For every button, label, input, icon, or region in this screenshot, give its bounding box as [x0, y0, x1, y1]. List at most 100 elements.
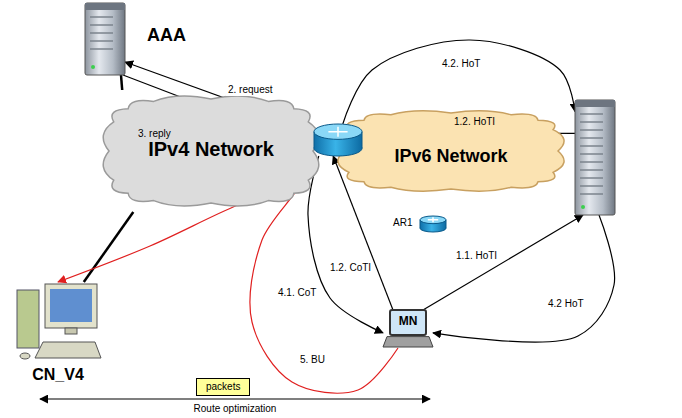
edge-label-holder: 4.2 HoT — [546, 298, 586, 310]
laptop-icon — [383, 310, 433, 348]
router-base — [314, 141, 362, 156]
server-slot — [90, 48, 113, 50]
edge-label-holder: 1.1. HoTI — [454, 250, 499, 262]
router-edge — [446, 220, 447, 228]
link-line — [84, 212, 134, 282]
server-led — [91, 65, 95, 69]
edge-label: 4.2 HoT — [546, 298, 586, 310]
axis-label: Route optimization — [194, 403, 277, 415]
message-arrow — [333, 156, 393, 310]
pc-drawing — [17, 284, 101, 359]
router-edge — [314, 132, 315, 149]
router-edge — [420, 220, 421, 228]
edge-label: 3. reply — [136, 128, 173, 140]
server-slot — [580, 153, 603, 155]
server-slot — [580, 113, 603, 115]
router-body — [420, 220, 446, 228]
message-arrow — [125, 62, 314, 130]
server-top — [575, 100, 615, 107]
cloud-outline — [338, 111, 564, 191]
home-agent-server — [575, 100, 615, 215]
pc-mouse — [20, 353, 30, 359]
server-slot — [580, 169, 603, 171]
edge-group — [58, 40, 615, 393]
server-slot — [90, 16, 113, 18]
edge-label: 4.2. HoT — [440, 58, 482, 70]
edge-label: 5. BU — [298, 354, 327, 366]
router-arrows — [328, 127, 347, 137]
node-label: MN — [383, 315, 433, 329]
router-base — [420, 224, 446, 232]
cloud-drawing — [338, 111, 564, 191]
router-icon — [420, 216, 446, 232]
message-arrow — [423, 215, 583, 310]
mobile-node-laptop: MN — [383, 310, 433, 348]
edge-label-holder: 4.2. HoT — [440, 58, 482, 70]
laptop-screen — [390, 310, 426, 335]
edge-label: 1.2. CoTI — [328, 262, 373, 274]
server-label: AAA — [147, 25, 187, 46]
server-slot — [580, 193, 603, 195]
router-edge — [362, 132, 363, 149]
server-slot — [580, 129, 603, 131]
message-arrow — [343, 40, 575, 124]
node-label: CN_V4 — [15, 366, 101, 384]
router-top — [420, 216, 446, 224]
server-body — [85, 3, 125, 75]
server-drawing — [575, 100, 615, 215]
access-router: AR1 — [420, 216, 446, 232]
router-body — [314, 132, 362, 149]
edge-label-holder: 1.2. CoTI — [328, 262, 373, 274]
message-arrow — [362, 132, 575, 134]
pc-keyboard — [35, 342, 101, 358]
binding-update-arrow — [58, 183, 398, 393]
pc-icon — [15, 282, 101, 364]
router-arrows — [428, 217, 438, 222]
server-top — [85, 3, 125, 10]
link-line — [121, 75, 122, 90]
edge-label-holder: 3. reply — [136, 128, 173, 140]
edge-label: 1.2. HoTI — [452, 116, 497, 128]
ipv6-cloud: IPv6 Network — [335, 104, 567, 198]
router-drawing — [314, 124, 362, 156]
server-slot — [90, 40, 113, 42]
edge-label: 1.1. HoTI — [454, 250, 499, 262]
edge-label-holder: 5. BU — [298, 354, 327, 366]
box-label: packets — [206, 381, 240, 393]
edge-label: 2. request — [226, 84, 274, 96]
correspondent-pc: CN_V4 — [15, 282, 101, 364]
server-drawing — [85, 3, 125, 75]
cloud-drawing — [103, 96, 319, 206]
network-label: IPv4 Network — [148, 138, 274, 161]
router — [314, 124, 362, 156]
edge-label-holder: 4.1. CoT — [276, 287, 318, 299]
server-slot — [90, 24, 113, 26]
pc-screen — [50, 289, 92, 322]
aaa-server: AAA — [85, 3, 125, 75]
server-body — [575, 100, 615, 215]
pc-stand — [65, 328, 77, 334]
edge-label-holder: 2. request — [226, 84, 274, 96]
server-led — [581, 205, 585, 209]
packets-box: packets — [196, 378, 250, 396]
message-arrow — [308, 156, 383, 333]
laptop-drawing — [383, 310, 433, 347]
laptop-base — [383, 337, 433, 347]
router-drawing — [420, 216, 446, 232]
server-slot — [580, 121, 603, 123]
server-slot — [580, 161, 603, 163]
pc-monitor — [45, 284, 97, 328]
router-label: AR1 — [393, 217, 419, 229]
server-slot — [580, 185, 603, 187]
server-icon — [575, 100, 615, 215]
message-arrow — [433, 215, 615, 342]
edge-label: 4.1. CoT — [276, 287, 318, 299]
server-icon — [85, 3, 125, 75]
label-holder: Route optimization — [194, 403, 277, 415]
pc-tower — [17, 290, 39, 348]
cloud-outline — [103, 96, 319, 206]
